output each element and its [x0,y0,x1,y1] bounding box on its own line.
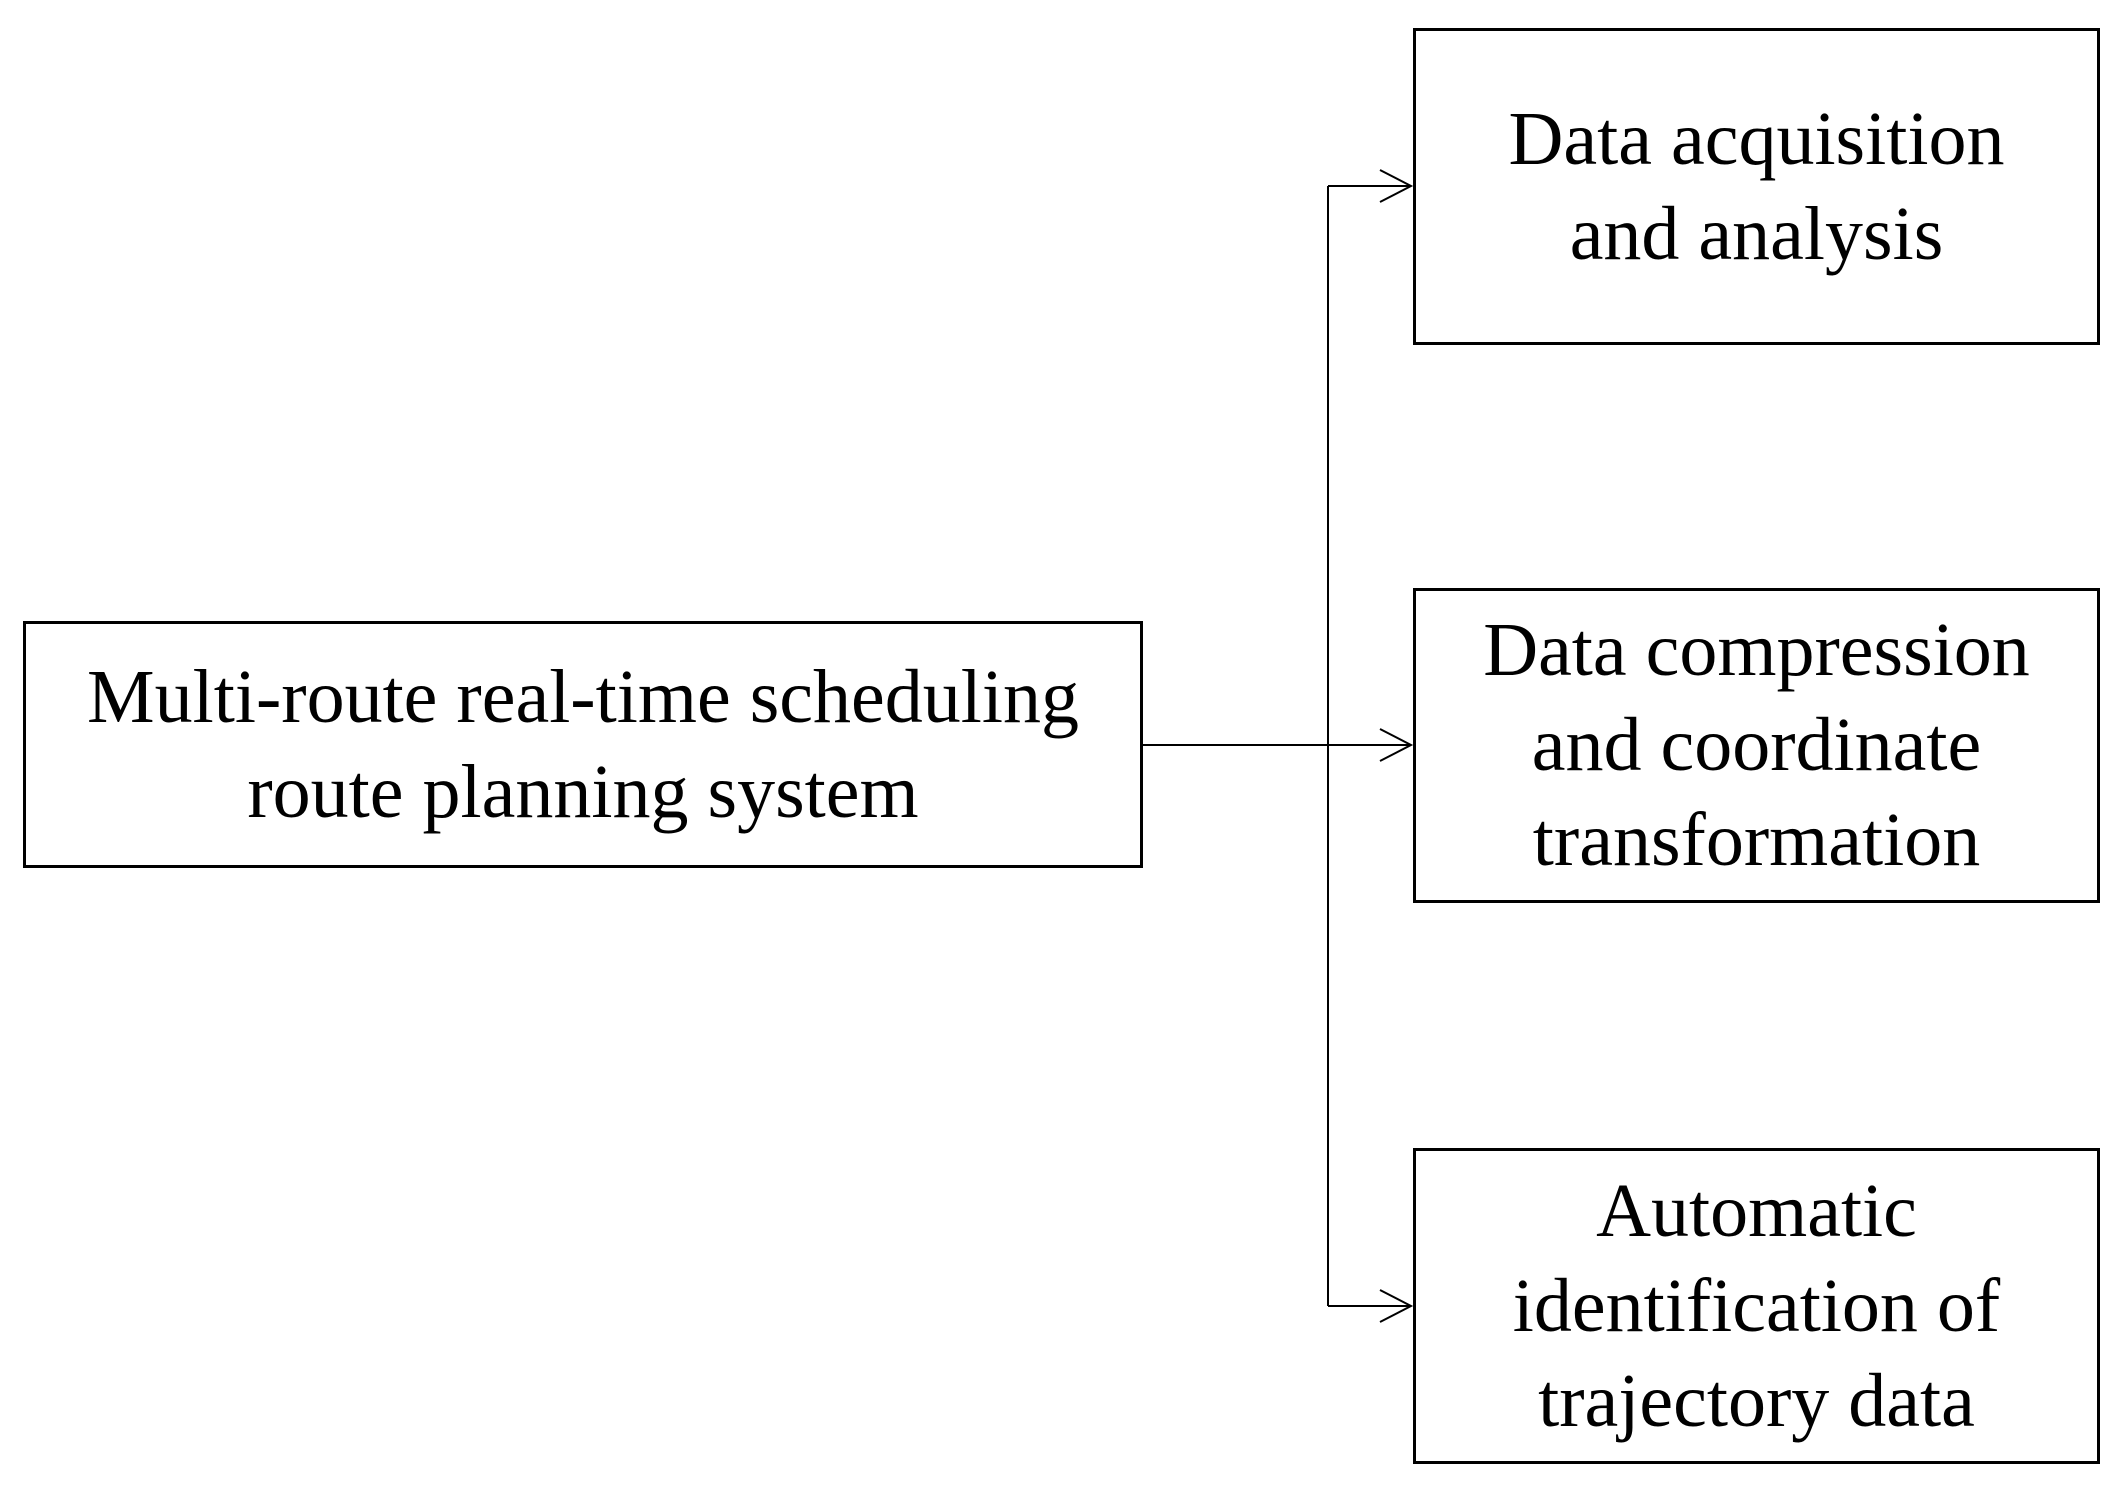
data-acquisition-label-line-1: Data acquisition [1508,96,2005,181]
main-system-label-line-1: Multi-route real-time scheduling [87,654,1079,739]
trajectory-identification-box: Automatic identification of trajectory d… [1413,1148,2100,1464]
data-compression-label-line-2: and coordinate [1531,703,1982,787]
data-compression-label-line-3: transformation [1532,798,1981,882]
main-system-box: Multi-route real-time scheduling route p… [23,621,1143,868]
trajectory-identification-label-line-2: identification of [1512,1263,2001,1348]
main-system-label-line-2: route planning system [247,749,919,834]
arrowhead-3 [1379,1289,1414,1323]
data-acquisition-box: Data acquisition and analysis [1413,28,2100,345]
data-acquisition-label-line-2: and analysis [1569,191,1944,276]
data-compression-box: Data compression and coordinate transfor… [1413,588,2100,903]
data-compression-label-line-1: Data compression [1483,608,2030,692]
arrowhead-2 [1379,728,1414,762]
trajectory-identification-label-line-1: Automatic [1596,1168,1917,1253]
trajectory-identification-label-line-3: trajectory data [1538,1358,1975,1443]
arrowhead-1 [1379,169,1414,203]
